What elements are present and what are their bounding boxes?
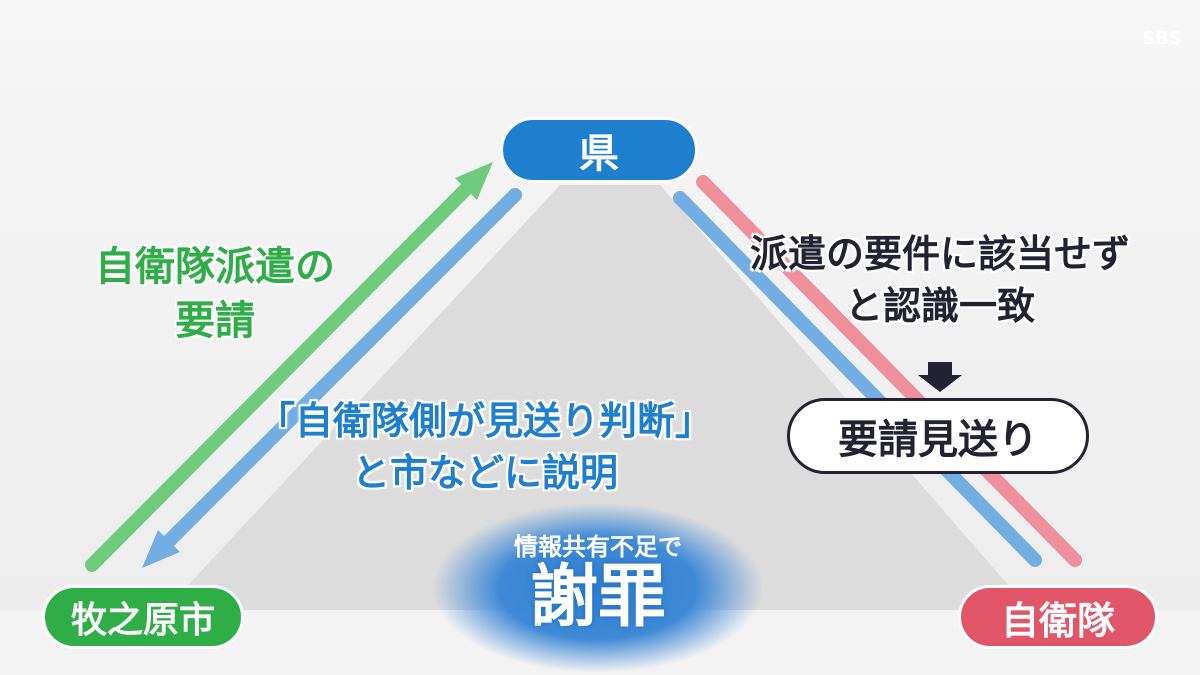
arrow-down-icon — [918, 362, 962, 392]
node-prefecture: 県 — [500, 117, 698, 183]
sbs-logo: SBS — [1142, 28, 1182, 49]
apology-glow — [433, 503, 763, 673]
request-arrow — [85, 178, 477, 572]
red-line-right — [696, 175, 1082, 567]
request-label: 自衛隊派遣の 要請 — [95, 240, 335, 348]
agree-line1: 派遣の要件に該当せず — [749, 232, 1130, 276]
explain-label: 「自衛隊側が見送り判断」 と市などに説明 — [235, 395, 735, 499]
explain-line2: と市などに説明 — [351, 451, 618, 495]
decision-box: 要請見送り — [787, 398, 1089, 474]
apology-sub: 情報共有不足で — [514, 533, 682, 561]
apology-main: 謝罪 — [529, 558, 666, 637]
explain-line1: 「自衛隊側が見送り判断」 — [256, 399, 713, 443]
node-city: 牧之原市 — [42, 585, 244, 649]
request-line1: 自衛隊派遣の — [95, 244, 335, 290]
agree-label: 派遣の要件に該当せず と認識一致 — [705, 228, 1175, 332]
blue-line-right — [673, 191, 1042, 567]
node-sdf: 自衛隊 — [958, 585, 1158, 649]
request-line2: 要請 — [175, 298, 255, 344]
agree-line2: と認識一致 — [844, 284, 1035, 328]
explain-arrow — [158, 188, 522, 552]
arrowhead-down-icon — [142, 530, 180, 568]
triangle-background — [165, 185, 1030, 610]
arrowhead-up-icon — [455, 162, 493, 200]
